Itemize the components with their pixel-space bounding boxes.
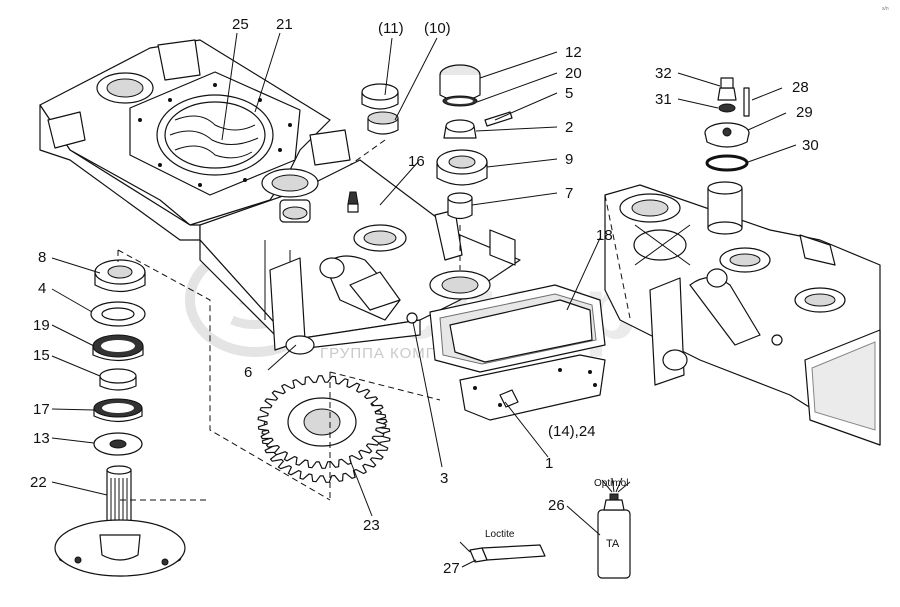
callout-16: 16	[408, 153, 425, 170]
leader-lines	[51, 32, 797, 568]
callout-27: 27	[443, 560, 460, 577]
callout-3: 3	[440, 470, 448, 487]
callout-28: 28	[792, 79, 809, 96]
callout-6: 6	[244, 364, 252, 381]
callout-11: (11)	[378, 20, 404, 37]
callout-31: 31	[655, 91, 672, 108]
callout-5: 5	[565, 85, 573, 102]
callout-10: (10)	[424, 20, 451, 37]
gearbox-housing-right	[604, 181, 881, 446]
loctite-tube	[459, 541, 546, 563]
optimol-label: Optimol	[594, 478, 628, 489]
callout-14-24: (14),24	[548, 423, 596, 440]
callout-18: 18	[596, 227, 613, 244]
callout-21: 21	[276, 16, 293, 33]
callout-19: 19	[33, 317, 50, 334]
callout-17: 17	[33, 401, 50, 418]
top-right-parts	[704, 77, 750, 172]
callout-22: 22	[30, 474, 47, 491]
assembly-dashed-lines	[117, 194, 631, 501]
callout-7: 7	[565, 185, 573, 202]
callout-2: 2	[565, 119, 573, 136]
corner-mark: s/n	[882, 6, 889, 12]
callout-13: 13	[33, 430, 50, 447]
gearbox-housing-left	[39, 39, 606, 421]
ta-label: TA	[606, 538, 620, 550]
callout-8: 8	[38, 249, 46, 266]
callout-4: 4	[38, 280, 46, 297]
callout-20: 20	[565, 65, 582, 82]
callout-23: 23	[363, 517, 380, 534]
callout-12: 12	[565, 44, 582, 61]
callout-26: 26	[548, 497, 565, 514]
gear-splined-bore	[303, 408, 341, 436]
left-parts-stack	[54, 250, 186, 577]
top-centre-parts	[349, 64, 513, 270]
loctite-label: Loctite	[485, 529, 515, 540]
gear-23	[257, 375, 391, 483]
callout-25: 25	[232, 16, 249, 33]
callout-1: 1	[545, 455, 553, 472]
callout-15: 15	[33, 347, 50, 364]
callout-30: 30	[802, 137, 819, 154]
callout-32: 32	[655, 65, 672, 82]
callout-labels: 25 21 (11) (10) 12 20 5 2 16 9 7 32 28 3…	[30, 6, 889, 577]
callout-9: 9	[565, 151, 573, 168]
callout-29: 29	[796, 104, 813, 121]
spray-can-ta	[597, 477, 631, 579]
